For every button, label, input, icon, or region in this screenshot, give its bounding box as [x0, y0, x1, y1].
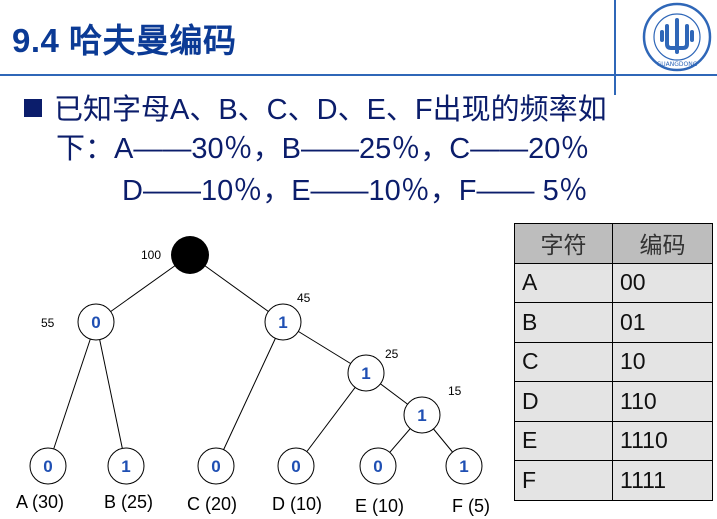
- header-vertical-divider: [614, 0, 616, 95]
- svg-text:1: 1: [459, 457, 468, 476]
- svg-text:1: 1: [361, 364, 370, 383]
- node-weight: 15: [448, 384, 462, 398]
- svg-text:0: 0: [43, 457, 52, 476]
- node-weight: 55: [41, 316, 55, 330]
- svg-text:1: 1: [417, 406, 426, 425]
- node-weight: 25: [385, 347, 399, 361]
- leaf-node-f: 1: [445, 447, 483, 485]
- internal-node-55: 0: [77, 303, 115, 341]
- tree-edges: [47, 254, 465, 467]
- problem-line-3: D——10％，E——10％，F—— 5％: [122, 175, 588, 207]
- bullet-square-icon: [24, 99, 42, 117]
- leaf-label: C (20): [187, 494, 237, 514]
- table-row: F 1111: [514, 460, 713, 501]
- node-weight: 45: [297, 291, 311, 305]
- table-cell: 01: [612, 302, 713, 343]
- svg-text:0: 0: [91, 313, 100, 332]
- svg-text:0: 0: [211, 457, 220, 476]
- root-node: [171, 236, 209, 274]
- leaf-label: D (10): [272, 494, 322, 514]
- leaf-label: F (5): [452, 496, 490, 516]
- internal-node-15: 1: [403, 396, 441, 434]
- university-seal-icon: GUANGDONG: [642, 2, 712, 72]
- leaf-node-e: 0: [359, 447, 397, 485]
- problem-line-2: 下：A——30％，B——25％，C——20％: [56, 133, 590, 165]
- table-cell: 00: [612, 262, 713, 303]
- table-cell: 1111: [612, 460, 713, 501]
- table-cell: E: [514, 420, 613, 461]
- huffman-tree: 100 0 55 1 45 1 25 1 15 0 1 0 0 0 1: [16, 236, 490, 516]
- table-row: D 110: [514, 381, 713, 422]
- table-header: 字符: [514, 223, 613, 264]
- leaf-label: A (30): [16, 492, 64, 512]
- svg-text:1: 1: [278, 313, 287, 332]
- svg-text:1: 1: [121, 457, 130, 476]
- table-cell: B: [514, 302, 613, 343]
- problem-line-1: 已知字母A、B、C、D、E、F出现的频率如: [24, 91, 607, 129]
- table-header: 编码: [612, 223, 713, 264]
- internal-node-45: 1: [264, 303, 302, 341]
- table-cell: 10: [612, 341, 713, 382]
- table-cell: 110: [612, 381, 713, 422]
- leaf-node-a: 0: [29, 447, 67, 485]
- table-row: E 1110: [514, 420, 713, 461]
- leaf-node-b: 1: [107, 447, 145, 485]
- svg-text:0: 0: [373, 457, 382, 476]
- leaf-node-d: 0: [277, 447, 315, 485]
- leaf-label: E (10): [355, 496, 404, 516]
- table-cell: C: [514, 341, 613, 382]
- table-cell: A: [514, 262, 613, 303]
- table-row: B 01: [514, 302, 713, 343]
- table-row: C 10: [514, 341, 713, 382]
- internal-node-25: 1: [347, 354, 385, 392]
- code-table: 字符 编码 A 00 B 01 C 10 D 110 E 1110 F 1111: [514, 223, 713, 501]
- svg-text:GUANGDONG: GUANGDONG: [657, 61, 698, 68]
- table-row: A 00: [514, 262, 713, 303]
- table-cell: 1110: [612, 420, 713, 461]
- leaf-node-c: 0: [197, 447, 235, 485]
- table-header-row: 字符 编码: [514, 223, 713, 264]
- page-title: 9.4 哈夫曼编码: [12, 22, 237, 59]
- header-divider: [0, 74, 717, 76]
- leaf-label: B (25): [104, 492, 153, 512]
- svg-text:0: 0: [291, 457, 300, 476]
- table-cell: F: [514, 460, 613, 501]
- root-weight: 100: [141, 248, 161, 262]
- table-cell: D: [514, 381, 613, 422]
